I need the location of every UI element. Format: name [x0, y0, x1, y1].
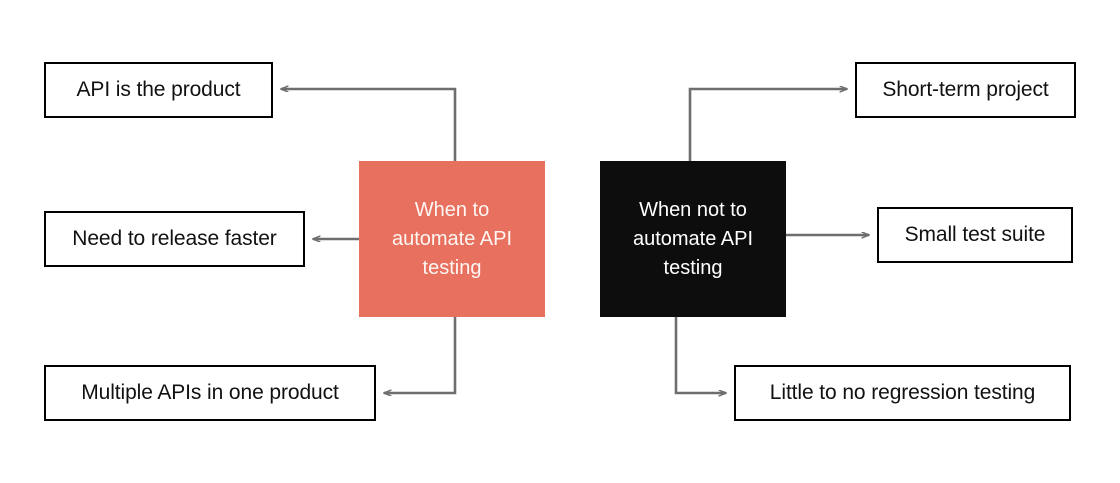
node-api-is-the-product: API is the product — [44, 62, 273, 118]
node-label: Need to release faster — [72, 226, 277, 250]
node-need-to-release-faster: Need to release faster — [44, 211, 305, 267]
node-small-test-suite: Small test suite — [877, 207, 1073, 263]
connector-to-short-term-project — [688, 89, 847, 161]
node-label: Short-term project — [882, 77, 1049, 101]
node-multiple-apis-in-one-product: Multiple APIs in one product — [44, 365, 376, 421]
node-when-to-automate-api-testing: When to automate API testing — [359, 161, 545, 317]
node-label: API is the product — [76, 77, 241, 101]
connector-to-little-regression — [674, 317, 726, 393]
node-label: Small test suite — [904, 222, 1046, 246]
node-label: Multiple APIs in one product — [81, 380, 339, 404]
connector-to-multiple-apis — [384, 317, 457, 393]
node-when-not-to-automate-api-testing: When not to automate API testing — [600, 161, 786, 317]
node-label: When not to automate API testing — [632, 198, 754, 279]
node-label: Little to no regression testing — [769, 380, 1036, 404]
node-little-to-no-regression-testing: Little to no regression testing — [734, 365, 1071, 421]
connector-to-api-is-the-product — [281, 89, 457, 161]
node-short-term-project: Short-term project — [855, 62, 1076, 118]
node-label: When to automate API testing — [391, 198, 513, 279]
